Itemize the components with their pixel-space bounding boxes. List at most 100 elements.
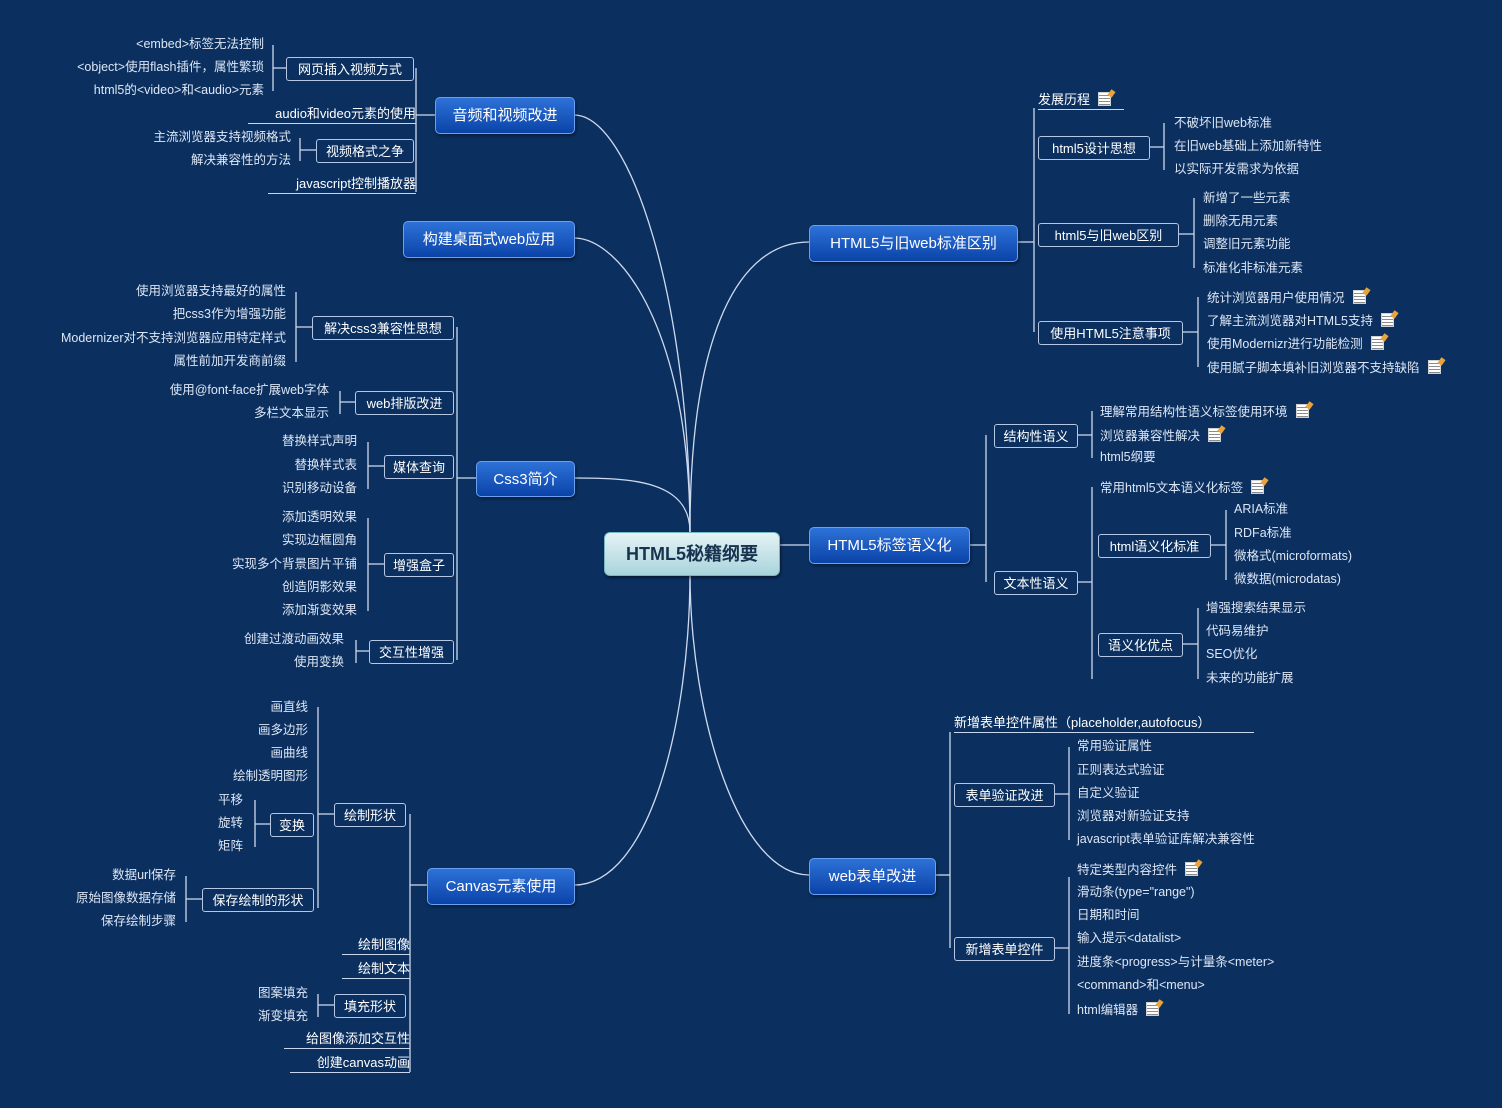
central-topic[interactable]: HTML5秘籍纲要 [604,532,780,576]
leaf-vs-1: 新增了一些元素 [1203,191,1291,205]
node-html5-vs-web[interactable]: html5与旧web区别 [1038,223,1179,247]
branch-css3[interactable]: Css3简介 [476,461,575,497]
leaf-struct-1: 理解常用结构性语义标签使用环境 [1100,404,1309,419]
branch-audio-video[interactable]: 音频和视频改进 [435,97,575,134]
leaf-object: <object>使用flash插件，属性繁琐 [77,60,264,74]
note-icon[interactable] [1146,1002,1160,1016]
leaf-box-1: 添加透明效果 [281,510,357,524]
note-icon[interactable] [1185,862,1199,876]
leaf-aria: ARIA标准 [1234,502,1289,516]
leaf-pattern-fill: 图案填充 [257,986,308,1000]
node-web-typography[interactable]: web排版改进 [355,391,454,415]
node-video-insert[interactable]: 网页插入视频方式 [286,57,414,81]
leaf-compat-4: 属性前加开发商前缀 [173,354,286,368]
node-interaction[interactable]: 交互性增强 [369,640,454,664]
node-text-semantic[interactable]: 文本性语义 [994,571,1078,595]
node-history[interactable]: 发展历程 [1038,92,1124,110]
node-semantic-advantages[interactable]: 语义化优点 [1098,633,1183,657]
leaf-design-3: 以实际开发需求为依据 [1174,162,1300,176]
leaf-gradient-fill: 渐变填充 [257,1009,308,1023]
leaf-ctrl-2: 滑动条(type="range") [1077,885,1195,899]
node-css3-compat[interactable]: 解决css3兼容性思想 [312,316,454,340]
leaf-adv-4: 未来的功能扩展 [1206,671,1294,685]
leaf-ctrl-7: html编辑器 [1077,1002,1160,1017]
branch-canvas[interactable]: Canvas元素使用 [427,868,575,905]
leaf-box-5: 添加渐变效果 [281,603,357,617]
node-save-shapes[interactable]: 保存绘制的形状 [202,888,314,912]
leaf-note-1-label: 统计浏览器用户使用情况 [1207,291,1345,305]
note-icon[interactable] [1370,336,1384,350]
node-fill-shapes[interactable]: 填充形状 [334,994,406,1018]
leaf-ctrl-5: 进度条<progress>与计量条<meter> [1077,955,1275,969]
note-icon[interactable] [1427,360,1441,374]
leaf-box-2: 实现边框圆角 [281,533,357,547]
leaf-struct-2-label: 浏览器兼容性解决 [1100,429,1201,443]
note-icon[interactable] [1208,428,1222,442]
leaf-adv-3: SEO优化 [1206,647,1258,661]
note-icon[interactable] [1098,92,1112,106]
leaf-vs-2: 删除无用元素 [1203,214,1279,228]
node-draw-text[interactable]: 绘制文本 [342,962,410,979]
node-html5-notes[interactable]: 使用HTML5注意事项 [1038,321,1183,345]
note-icon[interactable] [1380,313,1394,327]
branch-html5-diff[interactable]: HTML5与旧web标准区别 [809,225,1018,262]
branch-desktop-web-app[interactable]: 构建桌面式web应用 [403,221,575,258]
node-structural-semantic[interactable]: 结构性语义 [994,424,1078,448]
node-semantic-standard[interactable]: html语义化标准 [1098,534,1211,558]
node-js-player[interactable]: javascript控制播放器 [268,177,416,194]
node-enhanced-box[interactable]: 增强盒子 [384,553,454,577]
leaf-microdatas: 微数据(microdatas) [1234,572,1341,586]
leaf-compat-3: Modernizer对不支持浏览器应用特定样式 [60,331,286,345]
node-media-query[interactable]: 媒体查询 [384,455,454,479]
leaf-media-1: 替换样式声明 [281,434,357,448]
leaf-ctrl-1-label: 特定类型内容控件 [1077,863,1178,877]
node-design-idea[interactable]: html5设计思想 [1038,136,1150,160]
branch-semantic-tags[interactable]: HTML5标签语义化 [809,527,970,564]
note-icon[interactable] [1295,404,1309,418]
note-icon[interactable] [1352,290,1366,304]
leaf-transition: 创建过渡动画效果 [243,632,344,646]
leaf-save-steps: 保存绘制步骤 [100,914,176,928]
leaf-polygon: 画多边形 [257,723,308,737]
leaf-valid-1: 常用验证属性 [1077,739,1153,753]
node-video-format[interactable]: 视频格式之争 [316,139,414,163]
leaf-ctrl-3: 日期和时间 [1077,908,1140,922]
leaf-transform: 使用变换 [293,655,344,669]
leaf-common-text-tags-label: 常用html5文本语义化标签 [1100,481,1244,495]
node-transform[interactable]: 变换 [270,813,314,837]
leaf-matrix: 矩阵 [217,839,243,853]
node-image-interaction[interactable]: 给图像添加交互性 [284,1032,410,1049]
branch-web-forms[interactable]: web表单改进 [809,858,936,895]
leaf-note-2: 了解主流浏览器对HTML5支持 [1207,313,1394,328]
leaf-note-3: 使用Modernizr进行功能检测 [1207,336,1384,351]
leaf-valid-5: javascript表单验证库解决兼容性 [1077,832,1255,846]
leaf-ctrl-1: 特定类型内容控件 [1077,862,1199,877]
node-new-form-controls[interactable]: 新增表单控件 [954,937,1055,961]
leaf-format-support: 主流浏览器支持视频格式 [153,130,291,144]
leaf-raw-data: 原始图像数据存储 [75,891,176,905]
node-av-usage[interactable]: audio和video元素的使用 [248,107,416,124]
leaf-valid-3: 自定义验证 [1077,786,1140,800]
leaf-note-4-label: 使用腻子脚本填补旧浏览器不支持缺陷 [1207,361,1420,375]
leaf-format-compat: 解决兼容性的方法 [190,153,291,167]
leaf-struct-2: 浏览器兼容性解决 [1100,428,1222,443]
leaf-adv-1: 增强搜索结果显示 [1206,601,1307,615]
node-draw-image[interactable]: 绘制图像 [342,938,410,955]
note-icon[interactable] [1251,480,1265,494]
leaf-valid-4: 浏览器对新验证支持 [1077,809,1190,823]
node-draw-shapes[interactable]: 绘制形状 [334,803,406,827]
node-canvas-animation[interactable]: 创建canvas动画 [290,1056,410,1073]
leaf-html5-video: html5的<video>和<audio>元素 [93,83,264,97]
leaf-vs-3: 调整旧元素功能 [1203,237,1291,251]
leaf-multicolumn: 多栏文本显示 [253,406,329,420]
leaf-adv-2: 代码易维护 [1206,624,1269,638]
leaf-struct-3: html5纲要 [1100,450,1156,464]
node-form-validation[interactable]: 表单验证改进 [954,783,1055,807]
leaf-data-url: 数据url保存 [112,868,176,882]
leaf-embed: <embed>标签无法控制 [136,37,264,51]
leaf-vs-4: 标准化非标准元素 [1203,261,1304,275]
leaf-note-2-label: 了解主流浏览器对HTML5支持 [1207,314,1373,328]
leaf-compat-2: 把css3作为增强功能 [172,307,286,321]
node-new-form-attrs[interactable]: 新增表单控件属性（placeholder,autofocus） [954,716,1254,733]
leaf-note-1: 统计浏览器用户使用情况 [1207,290,1366,305]
